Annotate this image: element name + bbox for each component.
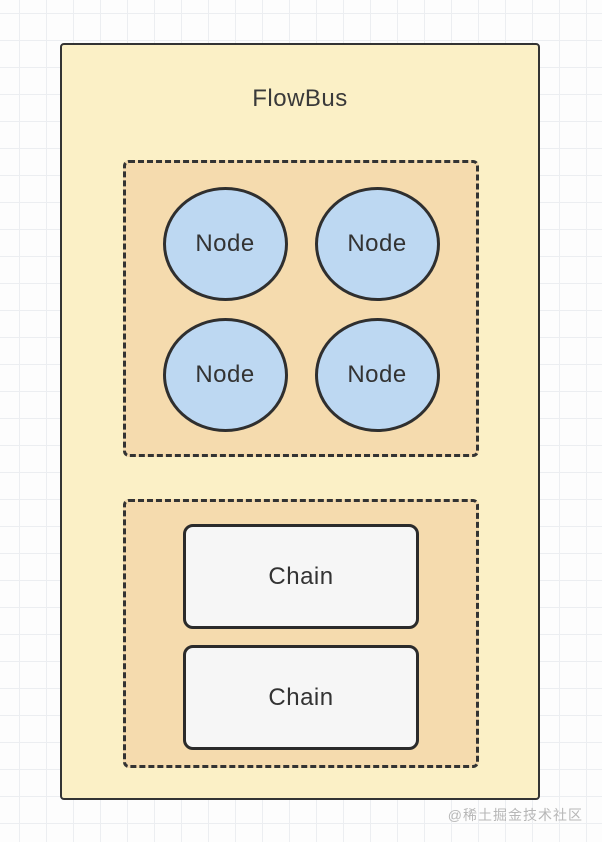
node-shape: Node xyxy=(314,318,440,432)
node-shape: Node xyxy=(314,187,440,301)
flowbus-container: FlowBus Node Node Node Node Chain Chain xyxy=(60,43,540,800)
chain-shape: Chain xyxy=(183,645,419,750)
node-row-top: Node Node xyxy=(162,187,440,301)
node-shape: Node xyxy=(162,187,288,301)
node-group: Node Node Node Node xyxy=(123,160,479,457)
chain-shape: Chain xyxy=(183,524,419,629)
node-row-bottom: Node Node xyxy=(162,318,440,432)
chain-group: Chain Chain xyxy=(123,499,479,768)
flowbus-title: FlowBus xyxy=(252,85,348,112)
watermark: @稀土掘金技术社区 xyxy=(447,807,583,823)
node-shape: Node xyxy=(162,318,288,432)
